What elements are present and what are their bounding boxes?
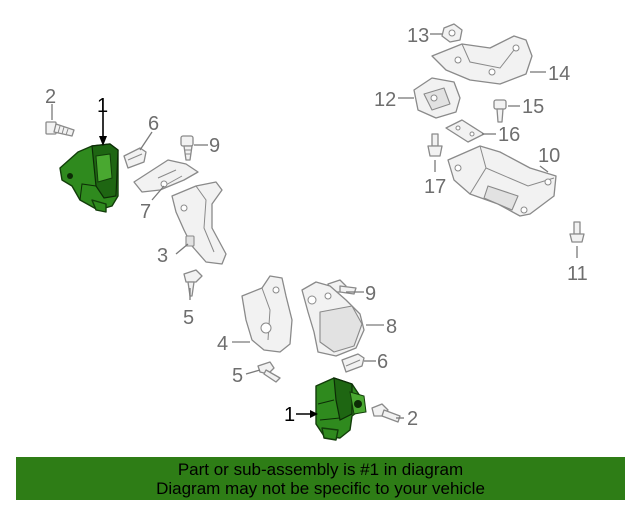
callout-15[interactable]: 15 bbox=[522, 96, 544, 118]
part-10-crossmember[interactable] bbox=[447, 145, 557, 217]
part-9-bolt-top[interactable] bbox=[180, 135, 194, 161]
leader-10 bbox=[539, 165, 549, 173]
callout-2-top[interactable]: 2 bbox=[45, 86, 56, 108]
callout-16[interactable]: 16 bbox=[498, 124, 520, 146]
arrow-1-top bbox=[99, 136, 107, 146]
part-5-bolt-bottom[interactable] bbox=[257, 361, 281, 383]
callout-3[interactable]: 3 bbox=[157, 245, 168, 267]
part-14-crossmember-bracket[interactable] bbox=[431, 35, 533, 85]
part-13-nut[interactable] bbox=[441, 23, 463, 43]
callout-6-bottom[interactable]: 6 bbox=[377, 351, 388, 373]
part-12-mount-block[interactable] bbox=[413, 77, 461, 119]
callout-13[interactable]: 13 bbox=[407, 25, 429, 47]
part-2-bolt-top[interactable] bbox=[45, 121, 75, 137]
callout-11[interactable]: 11 bbox=[567, 263, 588, 285]
part-7-bracket[interactable] bbox=[133, 159, 199, 193]
part-8-transmission-mount[interactable] bbox=[301, 281, 365, 357]
part-4-lower-bracket[interactable] bbox=[241, 275, 293, 353]
callout-2-bottom[interactable]: 2 bbox=[407, 408, 418, 430]
callout-1-top[interactable]: 1 bbox=[97, 95, 108, 117]
callout-5-bottom[interactable]: 5 bbox=[232, 365, 243, 387]
banner-line-2: Diagram may not be specific to your vehi… bbox=[156, 478, 485, 498]
info-banner: Part or sub-assembly is #1 in diagram Di… bbox=[16, 457, 625, 500]
parts-diagram: 1 2 6 9 7 3 5 bbox=[45, 23, 588, 441]
callout-9-top[interactable]: 9 bbox=[209, 135, 220, 157]
part-3-arm-bracket[interactable] bbox=[171, 181, 227, 265]
callout-1-bottom[interactable]: 1 bbox=[284, 404, 295, 426]
part-15-bolt[interactable] bbox=[493, 99, 507, 123]
callout-12[interactable]: 12 bbox=[374, 89, 396, 111]
part-17-stud[interactable] bbox=[427, 133, 443, 157]
leader-7 bbox=[151, 185, 165, 201]
callout-10[interactable]: 10 bbox=[538, 145, 560, 167]
part-1-engine-mount-bottom[interactable] bbox=[315, 377, 367, 441]
leader-3 bbox=[175, 243, 189, 255]
callout-17[interactable]: 17 bbox=[424, 176, 446, 198]
part-11-stud[interactable] bbox=[569, 221, 585, 243]
callout-5-top[interactable]: 5 bbox=[183, 307, 194, 329]
part-16-plate[interactable] bbox=[445, 119, 485, 143]
callout-14[interactable]: 14 bbox=[548, 63, 570, 85]
part-5-bolt-top[interactable] bbox=[183, 269, 203, 297]
callout-4[interactable]: 4 bbox=[217, 333, 228, 355]
part-6-clip-top[interactable] bbox=[123, 147, 147, 169]
callout-8[interactable]: 8 bbox=[386, 316, 397, 338]
leader-5-bottom bbox=[245, 369, 261, 375]
part-1-engine-mount-top[interactable] bbox=[59, 143, 119, 213]
arrow-1-bottom bbox=[310, 410, 318, 418]
callout-6-top[interactable]: 6 bbox=[148, 113, 159, 135]
leader-6-top bbox=[139, 131, 153, 151]
part-6-clip-bottom[interactable] bbox=[341, 353, 365, 373]
callout-7[interactable]: 7 bbox=[140, 201, 151, 223]
banner-line-1: Part or sub-assembly is #1 in diagram bbox=[177, 459, 464, 479]
part-2-bolt-bottom[interactable] bbox=[371, 403, 401, 423]
callout-9-mid[interactable]: 9 bbox=[365, 283, 376, 305]
